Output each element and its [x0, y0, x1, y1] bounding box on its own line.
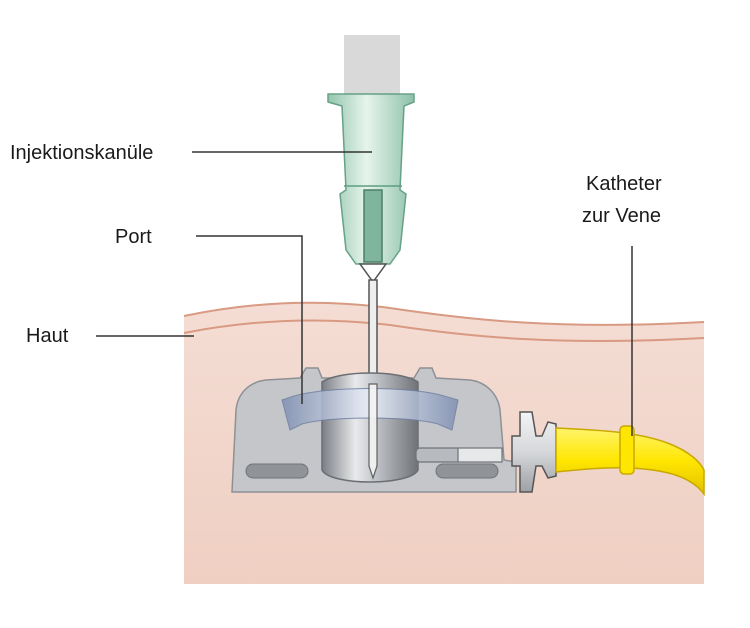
- port-label: Port: [115, 226, 152, 248]
- cannula-in-chamber: [368, 383, 378, 480]
- port-outlet-stem: [415, 447, 463, 463]
- skin-line-outer: [183, 301, 705, 326]
- skin-label: Haut: [26, 325, 69, 347]
- port-leader-line: [196, 235, 303, 404]
- catheter-label-line2: zur Vene: [582, 205, 661, 227]
- syringe-shaft: [344, 35, 400, 97]
- skin-line-inner: [183, 319, 705, 343]
- catheter-sleeve: [619, 425, 635, 475]
- catheter-label-line1: Katheter: [586, 173, 662, 195]
- needle-label: Injektionskanüle: [10, 142, 153, 164]
- cannula-holder: [363, 189, 383, 263]
- port-slot-right: [435, 463, 499, 479]
- port-slot-left: [245, 463, 309, 479]
- needle-cone: [358, 263, 388, 284]
- port-outlet-pin: [457, 447, 503, 463]
- needle-hub: [327, 93, 415, 265]
- catheter-connector: [511, 411, 557, 493]
